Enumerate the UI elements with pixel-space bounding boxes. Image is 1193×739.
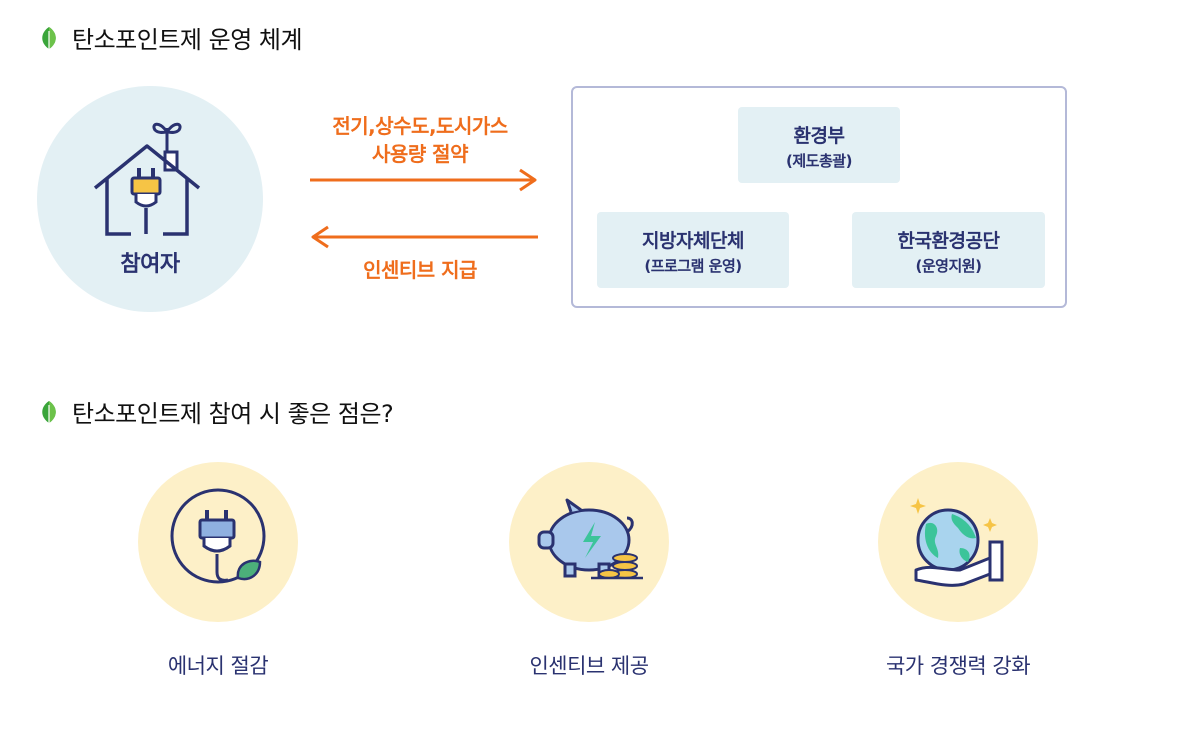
section-title-text: 탄소포인트제 참여 시 좋은 점은? — [72, 400, 394, 428]
section-title-benefits: 탄소포인트제 참여 시 좋은 점은? — [36, 394, 394, 429]
org-name: 지방자체단체 — [642, 230, 744, 252]
org-name: 한국환경공단 — [897, 230, 1000, 252]
org-role: (제도총괄) — [786, 152, 852, 170]
flow-label-saving: 전기,상수도,도시가스 사용량 절약 — [305, 112, 535, 168]
arrow-left-icon — [311, 225, 538, 249]
org-role: (운영지원) — [915, 257, 982, 275]
benefit-label: 국가 경쟁력 강화 — [885, 654, 1031, 678]
benefit-national-competitiveness: 국가 경쟁력 강화 — [858, 462, 1058, 680]
org-box-environment-corp: 한국환경공단 (운영지원) — [852, 212, 1045, 288]
operation-org-frame: 환경부 (제도총괄) 지방자체단체 (프로그램 운영) 한국환경공단 (운영지원… — [571, 86, 1067, 308]
benefit-incentive: 인센티브 제공 — [489, 462, 689, 680]
plug-leaf-icon — [170, 488, 266, 584]
org-name: 환경부 — [793, 125, 845, 147]
org-box-ministry: 환경부 (제도총괄) — [738, 107, 900, 183]
org-role: (프로그램 운영) — [644, 257, 742, 275]
arrow-right-icon — [310, 168, 537, 192]
benefit-label: 에너지 절감 — [167, 654, 269, 678]
flow-label-saving-line1: 전기,상수도,도시가스 — [332, 114, 508, 138]
participant-label: 참여자 — [120, 252, 180, 277]
benefit-circle — [138, 462, 298, 622]
benefit-circle — [509, 462, 669, 622]
org-box-local-government: 지방자체단체 (프로그램 운영) — [597, 212, 789, 288]
participant-circle: 참여자 — [37, 86, 263, 312]
benefit-circle — [878, 462, 1038, 622]
benefit-energy-saving: 에너지 절감 — [118, 462, 318, 680]
flow-label-incentive: 인센티브 지급 — [363, 258, 477, 282]
piggy-bank-icon — [537, 498, 643, 580]
section-title-text: 탄소포인트제 운영 체계 — [72, 26, 303, 54]
house-plug-icon — [93, 122, 201, 236]
leaf-icon — [42, 400, 56, 423]
leaf-icon — [42, 26, 56, 49]
flow-label-saving-line2: 사용량 절약 — [372, 142, 468, 166]
globe-hand-icon — [910, 498, 1004, 587]
section-title-operation: 탄소포인트제 운영 체계 — [36, 20, 303, 55]
benefit-label: 인센티브 제공 — [529, 654, 649, 678]
